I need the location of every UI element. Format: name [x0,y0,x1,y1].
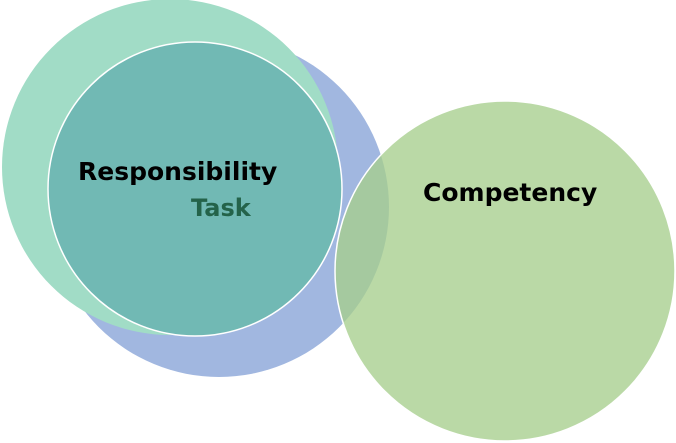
responsibility-label: Responsibility [78,157,277,186]
competency-label: Competency [423,178,597,207]
teal-circle-task [47,41,343,337]
task-label: Task [191,194,252,222]
green-circle-competency [334,100,676,442]
